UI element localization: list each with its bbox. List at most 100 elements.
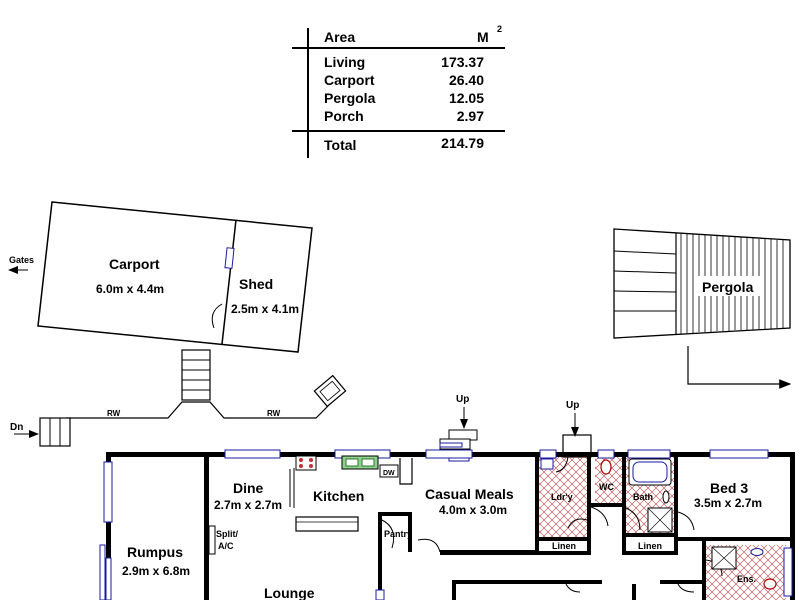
- door-wc[interactable]: [590, 506, 609, 527]
- table-total-label: Total: [324, 137, 356, 153]
- split-ac-unit: [208, 525, 216, 555]
- table-row-value: 2.97: [457, 108, 484, 124]
- laundry-tub: [540, 458, 554, 470]
- room-label-linen: Linen: [552, 541, 576, 551]
- table-row-name: Carport: [324, 72, 375, 88]
- wall-laundry-left: [535, 452, 539, 555]
- dishwasher: [379, 464, 399, 478]
- window-laundry: [539, 449, 557, 459]
- room-label-ensuite: Ens.: [737, 574, 756, 584]
- window-dine: [224, 449, 281, 459]
- cooktop-burner: [299, 464, 303, 468]
- pergola-label: Pergola: [702, 279, 754, 295]
- kitchen-cooktop: [295, 455, 317, 471]
- dn-label: Dn: [10, 422, 23, 433]
- room-dims-rumpus: 2.9m x 6.8m: [122, 564, 190, 578]
- window-bed3: [709, 449, 769, 459]
- table-header-area: Area: [324, 29, 355, 45]
- room-label-bath: Bath: [633, 492, 653, 502]
- room-label-linen: Linen: [638, 541, 662, 551]
- door-bed3[interactable]: [677, 511, 695, 531]
- room-label-pantry: Pantry: [384, 529, 412, 539]
- room-dims-casual: 4.0m x 3.0m: [439, 503, 507, 517]
- room-label-rumpus: Rumpus: [127, 544, 183, 560]
- shed-door-swing: [211, 303, 223, 329]
- door-casual[interactable]: [417, 538, 441, 553]
- cooktop-burner: [309, 458, 313, 462]
- room-label-dine: Dine: [233, 480, 264, 496]
- split-label: A/C: [218, 541, 234, 551]
- table-header-sup: 2: [497, 24, 502, 34]
- wall-linen2-bottom: [622, 551, 674, 555]
- room-label-bed3: Bed 3: [710, 480, 748, 496]
- table-row-name: Living: [324, 54, 365, 70]
- window-bath: [627, 449, 671, 459]
- window-lounge: [375, 589, 385, 600]
- table-row-value: 26.40: [449, 72, 484, 88]
- kitchen-bench-end: [399, 458, 413, 485]
- room-dims-bed3: 3.5m x 2.7m: [694, 496, 762, 510]
- window-ensuite: [783, 547, 793, 597]
- door-corridor[interactable]: [565, 583, 581, 593]
- window-rumpus-lower: [105, 557, 112, 600]
- wall-corridor-post: [632, 584, 636, 600]
- rw-label: RW: [107, 409, 121, 418]
- table-row-name: Pergola: [324, 90, 376, 106]
- up-label: Up: [456, 394, 469, 405]
- toilet-icon: [600, 459, 612, 475]
- wall-pantry-side: [408, 512, 412, 552]
- door-laundry[interactable]: [567, 518, 588, 529]
- door-corridor-right[interactable]: [677, 583, 695, 593]
- house-plan: Up Up: [99, 394, 795, 600]
- ensuite-basin: [750, 548, 764, 556]
- shed-label: Shed: [239, 276, 273, 292]
- pergola-steps: [613, 250, 677, 312]
- table-row-value: 173.37: [441, 54, 484, 70]
- room-label-laundry: Ldr'y: [551, 492, 573, 502]
- carport-dims: 6.0m x 4.4m: [96, 282, 164, 296]
- wall-dine-rumpus: [204, 452, 209, 600]
- entry-steps: [39, 417, 71, 447]
- room-label-kitchen: Kitchen: [313, 488, 364, 504]
- wall-pantry: [378, 512, 382, 600]
- room-label-casual: Casual Meals: [425, 486, 514, 502]
- wall-bath-left: [622, 452, 626, 555]
- wall-linen2-top: [622, 533, 674, 537]
- table-header-unit: M: [477, 29, 489, 45]
- wall-bed3-bottom: [674, 537, 795, 541]
- door-pantry[interactable]: [381, 519, 395, 549]
- door-laundry-entry[interactable]: [555, 456, 569, 473]
- basin-icon: [662, 490, 670, 504]
- wall-corridor-stub: [452, 580, 456, 600]
- window-casual: [425, 449, 473, 459]
- dw-label: DW: [383, 470, 395, 477]
- carport-outline: [37, 201, 313, 353]
- window-wc: [597, 449, 615, 459]
- wall-ensuite-left: [702, 541, 706, 600]
- split-label: Split/: [216, 529, 238, 539]
- carport-label: Carport: [109, 256, 160, 272]
- kitchen-island: [295, 516, 359, 532]
- table-total-value: 214.79: [441, 135, 484, 151]
- wall-laundry-right: [587, 452, 591, 555]
- rw-label: RW: [267, 409, 281, 418]
- pergola-label-bg: [696, 276, 762, 296]
- door-bath[interactable]: [625, 507, 641, 531]
- wall-wc-bottom: [591, 503, 626, 507]
- table-row-value: 12.05: [449, 90, 484, 106]
- wall-corridor-right: [660, 580, 702, 584]
- area-table: Area M 2 Living 173.37 Carport 26.40 Per…: [292, 24, 505, 158]
- carport-shed: Carport 6.0m x 4.4m Shed 2.5m x 4.1m Gat…: [8, 201, 347, 447]
- carport-steps: [181, 349, 211, 401]
- room-dims-dine: 2.7m x 2.7m: [214, 498, 282, 512]
- wall-linen-top: [535, 537, 591, 541]
- ensuite-toilet-icon: [763, 578, 777, 590]
- gates-label: Gates: [9, 255, 34, 265]
- meter-box: [313, 374, 347, 408]
- cooktop-burner: [299, 458, 303, 462]
- retaining-wall-line: [66, 401, 331, 419]
- shed-dims: 2.5m x 4.1m: [231, 302, 299, 316]
- shed-window: [224, 247, 235, 269]
- shed-partition: [221, 219, 237, 345]
